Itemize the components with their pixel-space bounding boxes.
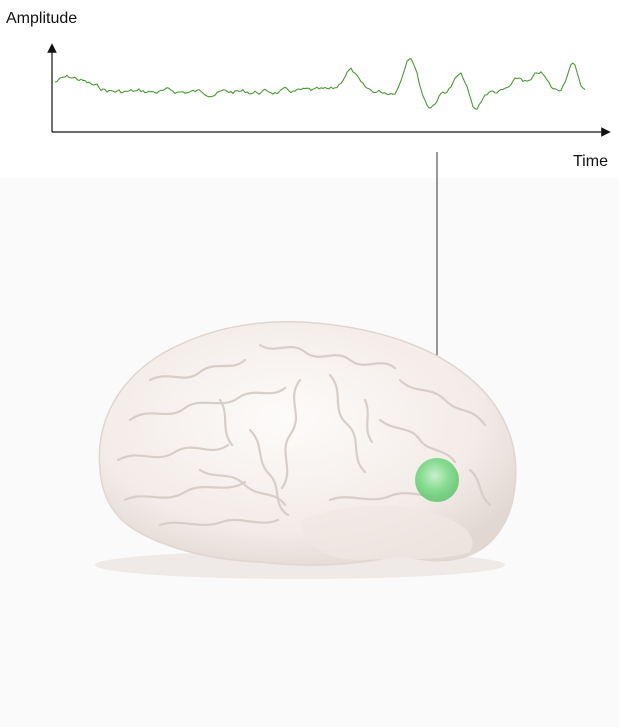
brain-illustration — [95, 321, 517, 579]
x-axis-label: Time — [573, 153, 608, 170]
electrode-marker — [415, 458, 459, 502]
signal-trace — [54, 58, 586, 110]
y-axis-label: Amplitude — [6, 10, 77, 27]
brain-gyri — [116, 343, 492, 527]
brain-silhouette — [98, 321, 517, 566]
